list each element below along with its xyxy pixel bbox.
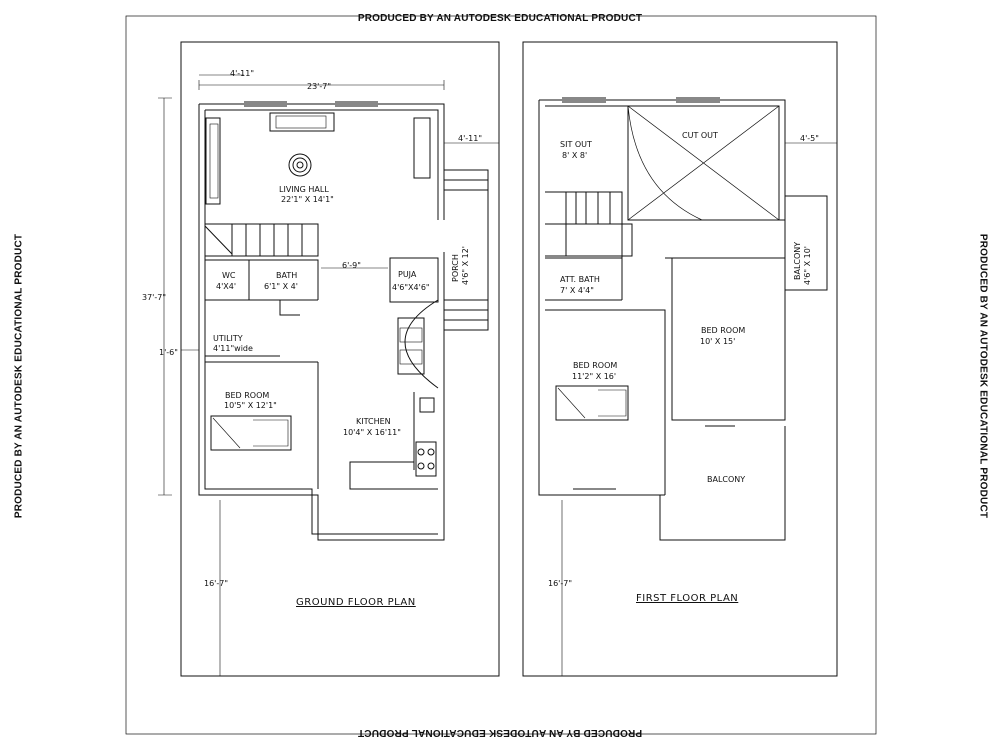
first-staircase [545, 191, 633, 258]
bedroom-name: BED ROOM [225, 391, 269, 400]
first-top-windows [562, 97, 720, 103]
first-dim-bottom: 16'-7" [548, 579, 572, 588]
kitchen-size: 10'4" X 16'11" [343, 428, 401, 437]
ground-top-windows [244, 101, 378, 107]
kitchen-name: KITCHEN [356, 417, 391, 426]
ground-porch [444, 169, 489, 331]
ground-utility-walls [205, 355, 319, 489]
first-balcony-v [784, 195, 828, 291]
ground-dim-lines [158, 74, 499, 676]
ground-floor-labels: 4'-11" 23'-7" 4'-11" 37'-7" 1'-6" 6'-9" … [142, 69, 482, 608]
ground-rug [288, 153, 312, 177]
wc-size: 4'X4' [216, 282, 236, 291]
ground-outer-walls [198, 103, 445, 541]
first-floor-labels: 4'-5" 16'-7" SIT OUT 8' X 8' CUT OUT BAL… [548, 131, 819, 604]
ground-wc-bath-walls [205, 259, 319, 316]
bedroom2-name: BED ROOM [701, 326, 745, 335]
bath-name: BATH [276, 271, 297, 280]
utility-name: UTILITY [213, 334, 243, 343]
first-floor-plan [522, 41, 838, 677]
ground-dining-table [397, 317, 425, 375]
sheet-border [125, 15, 877, 735]
dim-passage: 6'-9" [342, 261, 361, 270]
ground-plot-boundary [180, 41, 500, 677]
ground-dining-bay [404, 299, 439, 389]
first-plot-boundary [522, 41, 838, 677]
watermark-top: PRODUCED BY AN AUTODESK EDUCATIONAL PROD… [357, 13, 643, 24]
dim-right-offset: 4'-11" [458, 134, 482, 143]
first-attbath-walls [545, 257, 666, 495]
balcony-name: BALCONY [707, 475, 745, 484]
sit-out-name: SIT OUT [560, 140, 592, 149]
wc-name: WC [222, 271, 236, 280]
bedroom1-size: 11'2" X 16' [572, 372, 616, 381]
porch-size: 4'6" X 12' [461, 246, 470, 285]
balcony-v-name: BALCONY [793, 242, 802, 280]
first-cutout [627, 105, 780, 221]
dim-bottom: 16'-7" [204, 579, 228, 588]
bedroom-size: 10'5" X 12'1" [224, 401, 277, 410]
first-bed2-walls [665, 257, 786, 427]
ground-floor-plan [158, 41, 500, 677]
bedroom1-name: BED ROOM [573, 361, 617, 370]
sit-out-size: 8' X 8' [562, 151, 587, 160]
living-hall-name: LIVING HALL [279, 185, 329, 194]
dim-left-offset: 1'-6" [159, 348, 178, 357]
first-floor-title: FIRST FLOOR PLAN [636, 593, 738, 604]
ground-puja [389, 257, 439, 303]
first-dim-lines [561, 142, 837, 676]
living-hall-size: 22'1" X 14'1" [281, 195, 334, 204]
ground-bed [210, 415, 292, 451]
ground-bedroom-window [232, 488, 275, 496]
utility-size: 4'11"wide [213, 344, 253, 353]
ground-hob [415, 441, 437, 477]
ground-sofa-left [205, 117, 221, 205]
ground-sofa-right [413, 117, 431, 179]
puja-name: PUJA [398, 270, 417, 279]
porch-name: PORCH [451, 254, 460, 282]
ground-staircase [204, 223, 319, 257]
ground-sofa-top [269, 112, 335, 132]
dim-overall-depth: 37'-7" [142, 293, 166, 302]
cut-out-label: CUT OUT [682, 131, 718, 140]
ground-floor-title: GROUND FLOOR PLAN [296, 597, 416, 608]
first-dim-right-offset: 4'-5" [800, 134, 819, 143]
balcony-v-size: 4'6" X 10' [803, 246, 812, 285]
att-bath-name: ATT. BATH [560, 275, 600, 284]
first-balcony-bottom [659, 426, 786, 541]
bedroom2-size: 10' X 15' [700, 337, 735, 346]
ground-kitchen-counter [349, 392, 438, 490]
bath-size: 6'1" X 4' [264, 282, 298, 291]
dim-top-offset: 4'-11" [230, 69, 254, 78]
puja-size: 4'6"X4'6" [392, 283, 430, 292]
ground-sink [419, 397, 435, 413]
first-bed [555, 385, 629, 421]
dim-overall-width: 23'-7" [307, 82, 331, 91]
att-bath-size: 7' X 4'4" [560, 286, 594, 295]
first-bedroom-window [573, 488, 616, 496]
